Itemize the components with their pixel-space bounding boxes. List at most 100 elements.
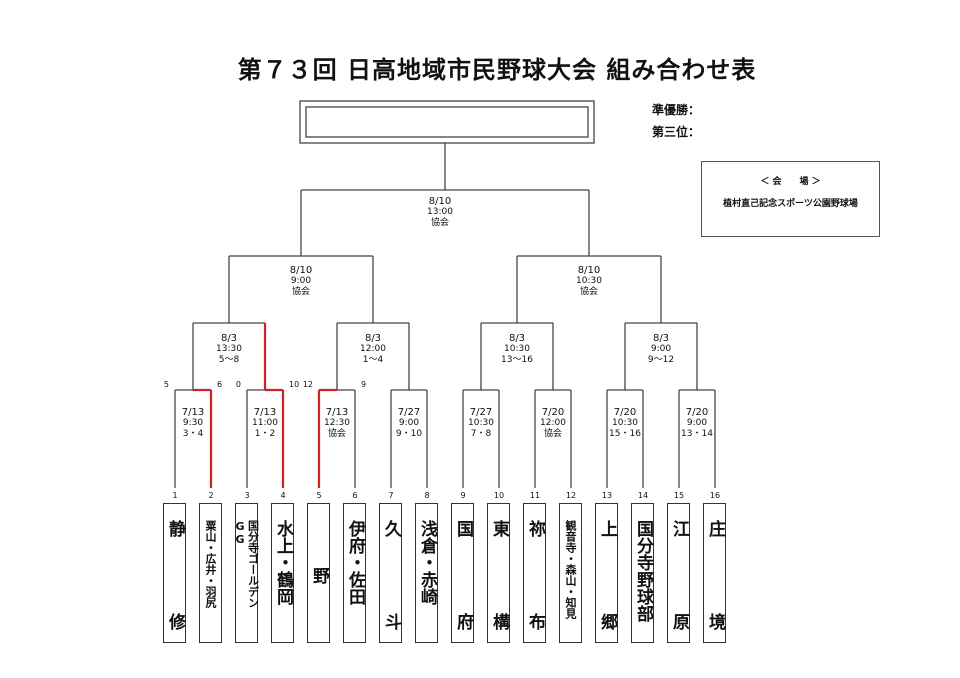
- team-box: 久斗: [379, 503, 402, 643]
- match-date: 8/10: [428, 196, 452, 207]
- team-name: 伊府・佐田: [345, 520, 365, 605]
- match-time: 9:30: [182, 418, 204, 428]
- match-field: 3・4: [182, 429, 204, 439]
- match-field: 1〜4: [362, 355, 384, 365]
- match-time: 10:30: [468, 418, 494, 428]
- team-name: 水上・鶴岡: [273, 520, 293, 605]
- team-number: 8: [424, 491, 430, 500]
- team-number: 7: [388, 491, 394, 500]
- score-right: 10: [289, 380, 300, 389]
- team-box: 国府: [451, 503, 474, 643]
- team-name-bottom: 郷: [597, 613, 617, 630]
- team-name: 粟山・広井・羽尻: [204, 520, 217, 608]
- match-date: 7/20: [613, 407, 637, 418]
- match-time: 10:30: [576, 276, 602, 286]
- venue-heading: ＜ 会 場 ＞: [760, 177, 821, 187]
- team-box: 祢布: [523, 503, 546, 643]
- team-number: 6: [352, 491, 358, 500]
- team-name-top: 東: [489, 520, 509, 537]
- team-name-bottom: 布: [525, 613, 545, 630]
- match-date: 7/20: [685, 407, 709, 418]
- team-number: 5: [316, 491, 322, 500]
- team-name-bottom: 構: [489, 613, 509, 630]
- team-box: 東構: [487, 503, 510, 643]
- runner-up-label: 準優勝：: [652, 103, 701, 117]
- venue-box: ＜ 会 場 ＞ 植村直己記念スポーツ公園野球場: [701, 161, 880, 237]
- venue-name: 植村直己記念スポーツ公園野球場: [723, 199, 858, 209]
- match-time: 10:30: [612, 418, 638, 428]
- match-date: 8/3: [364, 333, 382, 344]
- score-left: 0: [235, 380, 241, 389]
- match-date: 8/10: [577, 265, 601, 276]
- team-name-top: 庄: [705, 520, 725, 537]
- match-date: 7/13: [181, 407, 205, 418]
- team-number: 13: [601, 491, 613, 500]
- team-name-bottom: 修: [165, 613, 185, 630]
- match-time: 11:00: [252, 418, 278, 428]
- team-number: 3: [244, 491, 250, 500]
- team-name: 野: [309, 566, 329, 584]
- team-box: 庄境: [703, 503, 726, 643]
- match-time: 13:00: [427, 207, 453, 217]
- match-field: 13〜16: [501, 355, 533, 365]
- match-field: 7・8: [470, 429, 492, 439]
- team-box: 観音寺・森山・知見: [559, 503, 582, 643]
- team-name-top: 祢: [525, 520, 545, 537]
- team-name-bottom: 原: [669, 613, 689, 630]
- team-name-top: 静: [165, 520, 185, 537]
- team-box: 野: [307, 503, 330, 643]
- match-time: 13:30: [216, 344, 242, 354]
- match-time: 10:30: [504, 344, 530, 354]
- team-name-top: 上: [597, 520, 617, 537]
- match-field: 協会: [327, 429, 346, 439]
- match-field: 1・2: [254, 429, 276, 439]
- match-field: 13・14: [681, 429, 713, 439]
- team-name: 観音寺・森山・知見: [564, 520, 577, 619]
- match-date: 7/20: [541, 407, 565, 418]
- match-date: 8/3: [508, 333, 526, 344]
- match-date: 8/3: [220, 333, 238, 344]
- team-box: 水上・鶴岡: [271, 503, 294, 643]
- team-box: 国分寺ゴールデンGG: [233, 503, 260, 643]
- third-place-label: 第三位：: [652, 125, 701, 139]
- team-box: 国分寺野球部: [631, 503, 654, 643]
- match-field: 15・16: [609, 429, 641, 439]
- team-name: 浅倉・赤崎: [417, 520, 437, 605]
- team-name-bottom: 府: [453, 613, 473, 630]
- match-date: 8/3: [652, 333, 670, 344]
- match-date: 7/27: [469, 407, 493, 418]
- team-number: 16: [709, 491, 721, 500]
- score-left: 5: [163, 380, 169, 389]
- champion-box-outer: [299, 100, 595, 144]
- team-name-top: 江: [669, 520, 689, 537]
- match-time: 9:00: [290, 276, 312, 286]
- match-field: 協会: [579, 287, 598, 297]
- team-name-bottom: 斗: [381, 613, 401, 630]
- match-date: 7/27: [397, 407, 421, 418]
- team-box: 上郷: [595, 503, 618, 643]
- team-box: 浅倉・赤崎: [415, 503, 438, 643]
- team-number: 15: [673, 491, 685, 500]
- match-field: 9〜12: [647, 355, 675, 365]
- team-box: 粟山・広井・羽尻: [199, 503, 222, 643]
- match-field: 5〜8: [218, 355, 240, 365]
- match-time: 9:00: [686, 418, 708, 428]
- match-date: 7/13: [253, 407, 277, 418]
- team-name: 国分寺ゴールデンGG: [233, 520, 260, 608]
- team-name: 国分寺野球部: [633, 520, 653, 622]
- team-number: 2: [208, 491, 214, 500]
- team-box: 伊府・佐田: [343, 503, 366, 643]
- match-field: 協会: [543, 429, 562, 439]
- score-right: 6: [217, 380, 223, 389]
- team-number: 12: [565, 491, 577, 500]
